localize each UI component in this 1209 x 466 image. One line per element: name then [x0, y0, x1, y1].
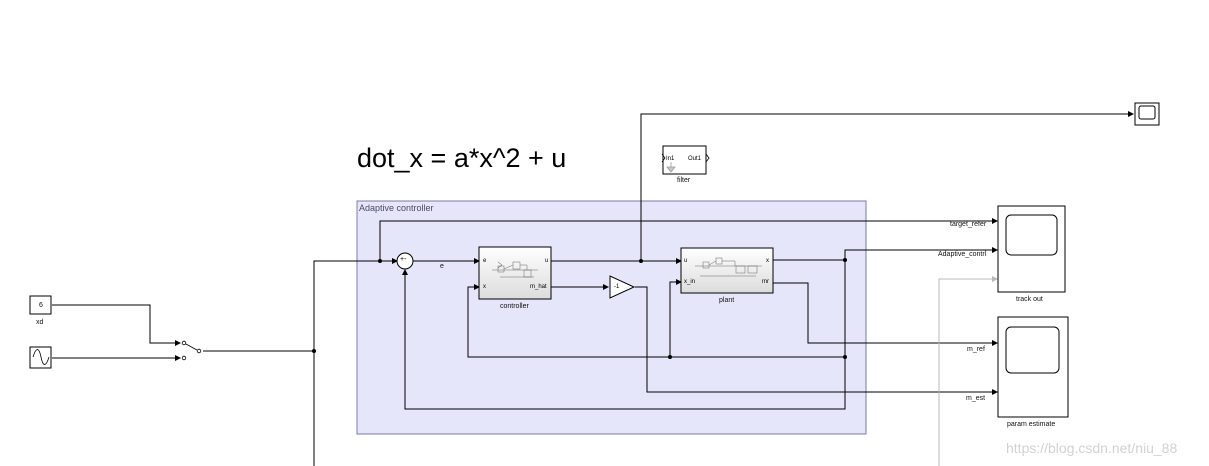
watermark-text: https://blog.csdn.net/niu_88 [1006, 440, 1178, 456]
signal-lines [52, 111, 1134, 466]
constant-label: xd [36, 319, 44, 326]
param-estimate-label: param estimate [1007, 421, 1056, 428]
gain-value: -1 [614, 284, 620, 290]
sine-wave-icon [32, 349, 50, 365]
filter-port-in: In1 [666, 156, 675, 162]
signal-label-e: e [440, 263, 444, 270]
controller-inner-diagram-icon [492, 261, 538, 278]
constant-block[interactable] [29, 295, 52, 315]
manual-switch-icon[interactable] [181, 340, 202, 361]
track-out-scope[interactable] [997, 205, 1066, 293]
adaptive-controller-area[interactable] [356, 200, 867, 435]
scope-icon[interactable] [1134, 102, 1160, 126]
sum-signs: +- [400, 256, 407, 263]
branch-points [312, 258, 847, 359]
plant-port-mr: mr [762, 279, 769, 285]
controller-port-x: x [483, 284, 486, 290]
sine-wave-block[interactable] [29, 346, 52, 369]
subsystem-title: Adaptive controller [359, 203, 434, 213]
signal-label-mest: m_est [966, 395, 986, 402]
filter-label: filter [677, 177, 691, 184]
plant-label: plant [719, 297, 735, 304]
signal-label-adaptive: Adaptive_contrl [938, 251, 987, 258]
plant-port-x: x [766, 258, 769, 264]
controller-block[interactable] [478, 246, 552, 300]
ground-icon [666, 162, 676, 173]
plant-port-u: u [684, 258, 688, 264]
filter-block[interactable] [661, 145, 710, 175]
sum-block[interactable] [396, 252, 414, 270]
controller-port-u: u [545, 258, 549, 264]
param-estimate-scope[interactable] [997, 316, 1069, 418]
plant-inner-diagram-icon [695, 257, 762, 277]
plant-port-xin: x_in [684, 279, 696, 285]
filter-port-out: Out1 [688, 156, 702, 162]
controller-port-mhat: m_hat [530, 284, 547, 290]
signal-label-target: target_refer [950, 221, 987, 228]
signal-label-mref: m_ref [967, 346, 985, 353]
controller-label: controller [500, 303, 529, 310]
equation-annotation: dot_x = a*x^2 + u [357, 143, 567, 173]
plant-block[interactable] [680, 247, 774, 294]
controller-port-e: e [483, 258, 487, 264]
constant-value: 6 [39, 302, 43, 309]
gain-block[interactable] [609, 275, 636, 299]
track-out-label: track out [1016, 296, 1043, 303]
grey-signal-line [938, 276, 998, 466]
